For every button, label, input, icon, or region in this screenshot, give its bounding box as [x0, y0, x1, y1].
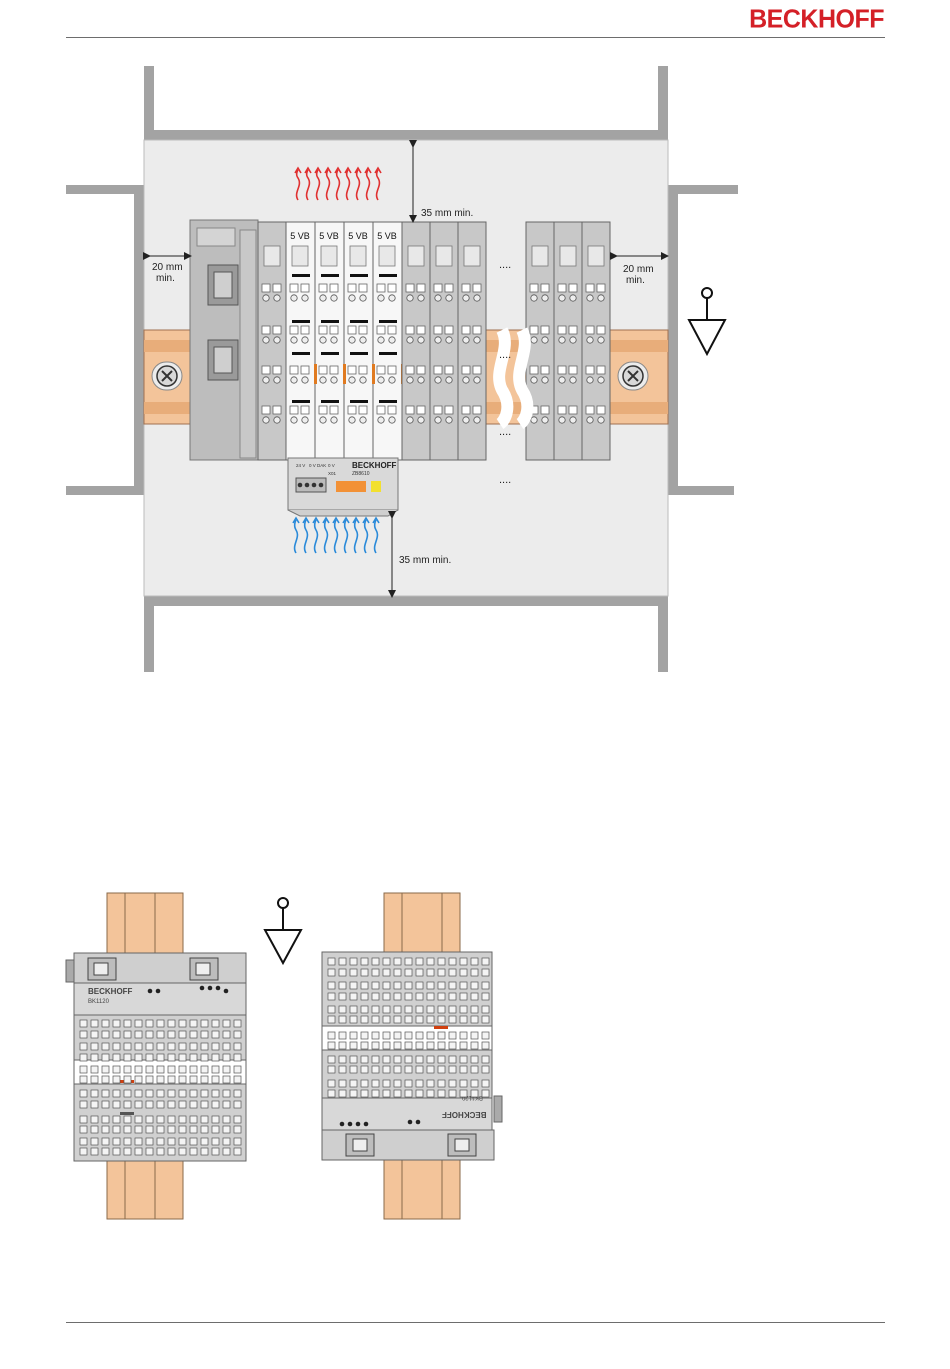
- right-din-rail: [384, 893, 460, 1219]
- right-clearance-label-1: 20 mm: [623, 264, 654, 275]
- top-clearance-label: 35 mm min.: [421, 208, 473, 219]
- left-clearance-label-1: 20 mm: [152, 262, 183, 273]
- terminal-label-2: 5 VB: [319, 231, 339, 241]
- ellipsis-1: ....: [499, 259, 511, 271]
- right-model: BK1120: [461, 1094, 483, 1100]
- left-din-rail: [107, 893, 183, 1219]
- left-assembly: BECKHOFF BK1120: [66, 953, 246, 1161]
- left-clearance-label-2: min.: [156, 273, 175, 284]
- right-assembly: BECKHOFF BK1120: [322, 952, 502, 1160]
- pin-label-0vdak: 0 V DAK: [309, 463, 326, 468]
- left-model: BK1120: [88, 999, 110, 1005]
- module-brand: BECKHOFF: [352, 461, 397, 470]
- terminal-label-4: 5 VB: [377, 231, 397, 241]
- right-brand: BECKHOFF: [442, 1110, 487, 1119]
- mounting-clearance-diagram: 5 VB 5 VB 5 VB 5 VB .... .... .... .... …: [0, 0, 950, 700]
- pin-label-0v: 0 V: [328, 463, 335, 468]
- bottom-clearance-label: 35 mm min.: [399, 555, 451, 566]
- bus-coupler: [190, 220, 258, 460]
- pin-label-24v: 24 V: [296, 463, 305, 468]
- terminal-label-3: 5 VB: [348, 231, 368, 241]
- ground-symbol-icon-2: [265, 898, 301, 963]
- right-terminal-grid: [328, 958, 489, 1097]
- ellipsis-3: ....: [499, 426, 511, 438]
- left-brand: BECKHOFF: [88, 987, 133, 996]
- pin-label-x01: X01: [328, 471, 337, 476]
- right-clearance-label-2: min.: [626, 275, 645, 286]
- ground-symbol-icon: [689, 288, 725, 354]
- module-type: ZB8610: [352, 471, 370, 477]
- ellipsis-2: ....: [499, 349, 511, 361]
- terminal-label-1: 5 VB: [290, 231, 310, 241]
- left-terminal-grid: [80, 1020, 241, 1155]
- footer-rule: [66, 1322, 885, 1323]
- ellipsis-4: ....: [499, 474, 511, 486]
- fan-module: 24 V 0 V DAK 0 V X01 BECKHOFF ZB8610: [288, 458, 398, 516]
